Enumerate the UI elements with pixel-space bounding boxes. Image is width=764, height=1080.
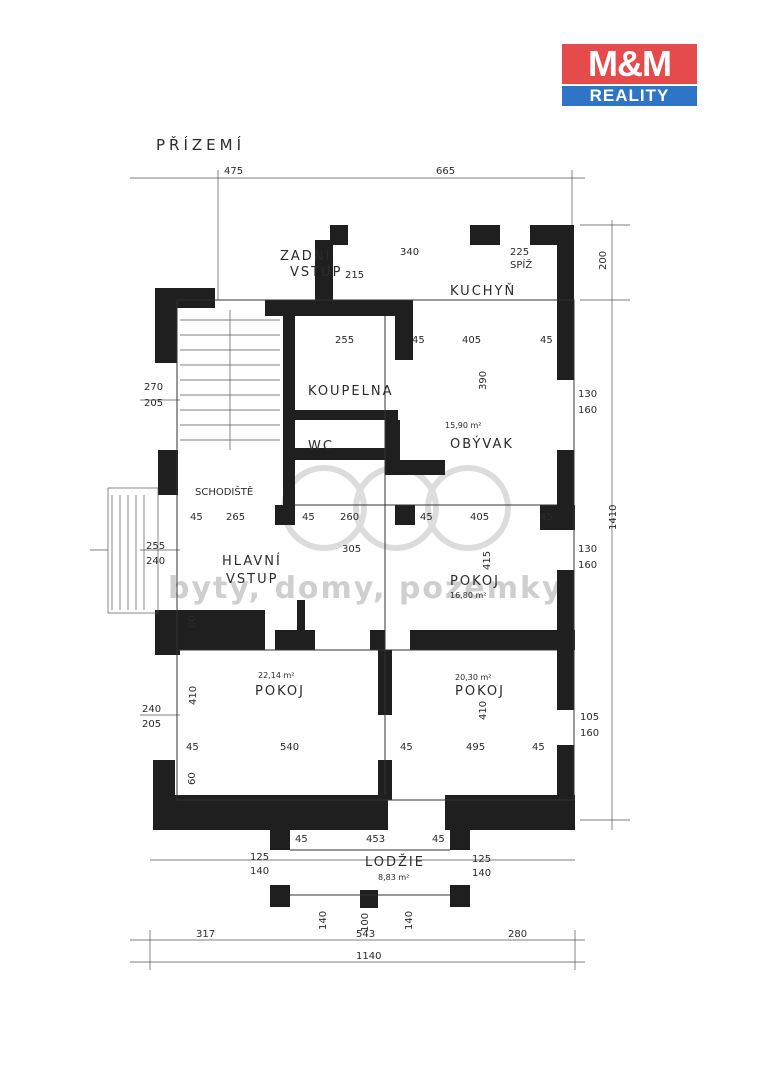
dim-g-125b: 125 bbox=[472, 854, 491, 865]
dim-m-415: 415 bbox=[482, 551, 493, 570]
label-schodiste: SCHODIŠTĚ bbox=[195, 485, 253, 498]
label-obyvak: OBÝVAK bbox=[450, 436, 514, 452]
dim-top-left: 475 bbox=[224, 166, 243, 177]
dim-bot-280: 280 bbox=[508, 929, 527, 940]
label-wc: WC bbox=[308, 439, 334, 454]
dim-b-45b: 45 bbox=[400, 742, 413, 753]
dim-r-160c: 160 bbox=[580, 728, 599, 739]
label-pokoj-1: POKOJ bbox=[450, 574, 500, 589]
dim-m-260: 260 bbox=[340, 512, 359, 523]
room-labels: ZADNÍ VSTUP KUCHYŇ SPÍŽ KOUPELNA WC SCHO… bbox=[195, 248, 532, 882]
label-koupelna: KOUPELNA bbox=[308, 384, 393, 399]
brand-logo: M&M REALITY bbox=[562, 44, 697, 108]
dim-b-60b: 60 bbox=[187, 772, 198, 785]
walls bbox=[153, 225, 575, 908]
label-zadni-vstup: VSTUP bbox=[290, 265, 342, 280]
dim-c-225: 225 bbox=[510, 247, 529, 258]
dim-bot-1140: 1140 bbox=[356, 951, 381, 962]
logo-top-text: M&M bbox=[562, 44, 697, 84]
dim-s-100: 100 bbox=[360, 913, 371, 932]
dim-l-240a: 240 bbox=[146, 556, 165, 567]
dim-l-255: 255 bbox=[146, 541, 165, 552]
dim-r-105: 105 bbox=[580, 712, 599, 723]
watermark: byty, domy, pozemky bbox=[168, 571, 564, 606]
logo-bottom-text: REALITY bbox=[562, 86, 697, 106]
dim-g-453: 453 bbox=[366, 834, 385, 845]
dim-g-125a: 125 bbox=[250, 852, 269, 863]
area-pokoj-1: 16,80 m² bbox=[450, 591, 486, 600]
dim-b-495: 495 bbox=[466, 742, 485, 753]
dim-k-45a: 45 bbox=[412, 335, 425, 346]
area-lodzie: 8,83 m² bbox=[378, 873, 409, 882]
watermark-circle-1 bbox=[281, 465, 367, 551]
dim-c-215: 215 bbox=[345, 270, 364, 281]
dim-g-45a: 45 bbox=[295, 834, 308, 845]
label-spiz: SPÍŽ bbox=[510, 258, 532, 271]
label-zadni: ZADNÍ bbox=[280, 248, 331, 264]
dim-m-45d: 45 bbox=[540, 512, 553, 523]
dim-r-1410: 1410 bbox=[608, 505, 619, 530]
dim-c-255: 255 bbox=[335, 335, 354, 346]
dim-m-265: 265 bbox=[226, 512, 245, 523]
label-pokoj-3: POKOJ bbox=[455, 684, 505, 699]
label-hlavni-vstup: VSTUP bbox=[226, 572, 278, 587]
dim-l-240b: 240 bbox=[142, 704, 161, 715]
dim-r-160a: 160 bbox=[578, 405, 597, 416]
label-kuchyn: KUCHYŇ bbox=[450, 283, 516, 299]
dim-m-305: 305 bbox=[342, 544, 361, 555]
dim-g-45b: 45 bbox=[432, 834, 445, 845]
dim-b-410a: 410 bbox=[188, 686, 199, 705]
dim-g-140b: 140 bbox=[472, 868, 491, 879]
dim-g-140a: 140 bbox=[250, 866, 269, 877]
label-hlavni: HLAVNÍ bbox=[222, 553, 282, 569]
dim-m-45a: 45 bbox=[190, 512, 203, 523]
plan-title: PŘÍZEMÍ bbox=[156, 135, 245, 154]
dim-l-205a: 205 bbox=[144, 398, 163, 409]
dim-k-45b: 45 bbox=[540, 335, 553, 346]
dim-b-410b: 410 bbox=[478, 701, 489, 720]
dim-m-45c: 45 bbox=[420, 512, 433, 523]
dim-b-540: 540 bbox=[280, 742, 299, 753]
dim-k-390: 390 bbox=[478, 371, 489, 390]
dimension-labels: 475 665 200 130 160 1410 130 160 105 160… bbox=[142, 166, 619, 962]
dim-b-45a: 45 bbox=[186, 742, 199, 753]
dim-b-60a: 60 bbox=[187, 615, 198, 628]
label-pokoj-2: POKOJ bbox=[255, 684, 305, 699]
dim-m-405: 405 bbox=[470, 512, 489, 523]
dim-bot-543: 543 bbox=[356, 929, 375, 940]
dimension-lines bbox=[130, 170, 630, 970]
watermark-circle-3 bbox=[425, 465, 511, 551]
dim-k-405: 405 bbox=[462, 335, 481, 346]
dim-l-270: 270 bbox=[144, 382, 163, 393]
dim-r-130b: 130 bbox=[578, 544, 597, 555]
dim-s-140b: 140 bbox=[404, 911, 415, 930]
area-pokoj-2: 22,14 m² bbox=[258, 671, 294, 680]
dim-b-45c: 45 bbox=[532, 742, 545, 753]
dim-r-200: 200 bbox=[598, 251, 609, 270]
area-obyvak: 15,90 m² bbox=[445, 421, 481, 430]
dim-s-140a: 140 bbox=[318, 911, 329, 930]
dim-top-main: 665 bbox=[436, 166, 455, 177]
label-lodzie: LODŽIE bbox=[365, 854, 425, 870]
area-pokoj-3: 20,30 m² bbox=[455, 673, 491, 682]
dim-bot-317: 317 bbox=[196, 929, 215, 940]
dim-c-340: 340 bbox=[400, 247, 419, 258]
room-outlines bbox=[90, 299, 575, 896]
dim-r-130a: 130 bbox=[578, 389, 597, 400]
dim-r-160b: 160 bbox=[578, 560, 597, 571]
dim-l-205b: 205 bbox=[142, 719, 161, 730]
dim-m-45b: 45 bbox=[302, 512, 315, 523]
staircase bbox=[111, 310, 280, 610]
